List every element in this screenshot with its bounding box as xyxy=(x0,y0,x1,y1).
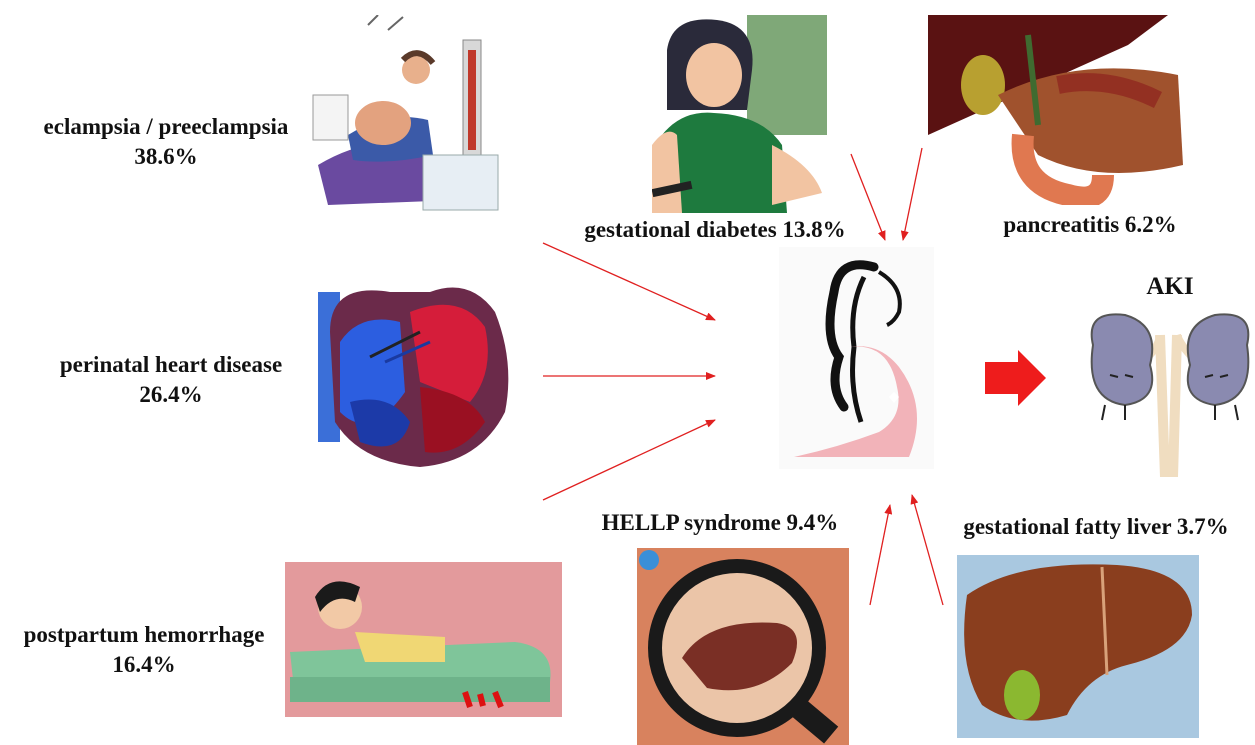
fatty-liver-label: gestational fatty liver 3.7% xyxy=(938,512,1254,542)
eclampsia-name: eclampsia / preeclampsia xyxy=(30,112,302,142)
arrow-eclampsia xyxy=(543,243,715,320)
hemorrhage-percent: 16.4% xyxy=(10,650,278,680)
diabetes-illustration xyxy=(652,15,827,213)
heart-disease-label: perinatal heart disease 26.4% xyxy=(40,350,302,410)
aki-label: AKI xyxy=(1130,272,1210,302)
heart-illustration xyxy=(310,272,520,472)
hemorrhage-illustration xyxy=(285,562,562,717)
fatty-liver-illustration xyxy=(957,555,1199,738)
arrow-hemorrhage xyxy=(543,420,715,500)
pregnant-woman-illustration xyxy=(779,247,934,469)
diabetes-label: gestational diabetes 13.8% xyxy=(560,215,870,245)
hemorrhage-name: postpartum hemorrhage xyxy=(10,620,278,650)
eclampsia-label: eclampsia / preeclampsia 38.6% xyxy=(30,112,302,172)
hemorrhage-label: postpartum hemorrhage 16.4% xyxy=(10,620,278,680)
eclampsia-percent: 38.6% xyxy=(30,142,302,172)
heart-disease-name: perinatal heart disease xyxy=(40,350,302,380)
kidneys-illustration xyxy=(1085,305,1255,477)
arrow-hellp xyxy=(870,505,890,605)
hellp-illustration xyxy=(637,548,849,745)
pancreatitis-label: pancreatitis 6.2% xyxy=(985,210,1195,240)
heart-disease-percent: 26.4% xyxy=(40,380,302,410)
pancreatitis-illustration xyxy=(928,15,1188,205)
eclampsia-illustration xyxy=(308,15,518,215)
hellp-label: HELLP syndrome 9.4% xyxy=(590,508,850,538)
big-arrow-to-aki xyxy=(985,350,1046,406)
arrow-pancreatitis xyxy=(903,148,922,240)
